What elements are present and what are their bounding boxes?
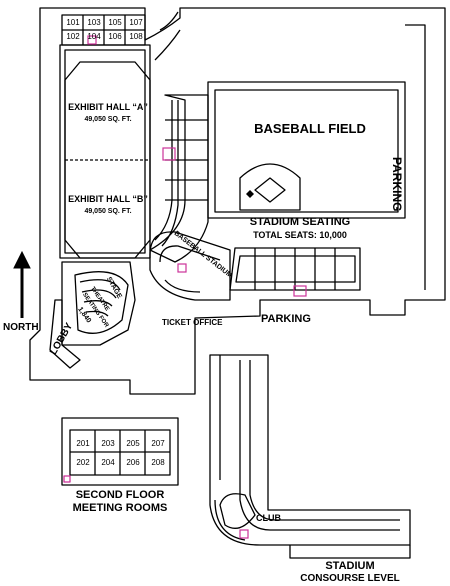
north-label: NORTH (3, 322, 39, 333)
home-plate-icon (246, 190, 254, 198)
second-floor-block (61, 417, 179, 486)
room-104: 104 (87, 32, 101, 41)
concourse (209, 354, 411, 546)
room-208: 208 (151, 458, 165, 467)
second-floor-title-line1: SECOND FLOOR (75, 489, 165, 501)
stadium-concourse-line1: STADIUM (325, 560, 375, 572)
room-203: 203 (101, 439, 115, 448)
room-204: 204 (101, 458, 115, 467)
exhibit-hall-b-area: 49,050 SQ. FT. (84, 208, 132, 215)
stadium-entrance (149, 231, 231, 301)
exhibit-hall-b-label: EXHIBIT HALL “B” (68, 194, 148, 204)
baseball-field (207, 81, 406, 219)
room-107: 107 (129, 18, 143, 27)
room-106: 106 (108, 32, 122, 41)
exhibit-hall-outline (64, 61, 151, 259)
room-205: 205 (126, 439, 140, 448)
lobby-outline (49, 299, 81, 369)
room-103: 103 (87, 18, 101, 27)
room-102: 102 (66, 32, 80, 41)
room-201: 201 (76, 439, 90, 448)
baseball-field-label: BASEBALL FIELD (254, 121, 366, 136)
complex-outline (29, 7, 446, 395)
meeting-rooms-block (61, 14, 146, 46)
exhibit-hall-a-area: 49,050 SQ. FT. (84, 116, 132, 123)
exhibit-hall-a-label: EXHIBIT HALL “A” (68, 102, 148, 112)
room-207: 207 (151, 439, 165, 448)
stadium-concourse-line2: CONSOURSE LEVEL (300, 573, 400, 584)
restroom-icon (293, 285, 307, 297)
infield (239, 163, 301, 211)
north-arrow-icon (13, 250, 31, 318)
club-label: CLUB (256, 513, 281, 523)
room-105: 105 (108, 18, 122, 27)
room-101: 101 (66, 18, 80, 27)
parking-right-label: PARKING (390, 157, 404, 212)
restroom-icon (87, 35, 97, 45)
stadium-seating-label: STADIUM SEATING (249, 216, 351, 228)
room-108: 108 (129, 32, 143, 41)
parking-center-label: PARKING (261, 313, 311, 325)
second-floor-title-line2: MEETING ROOMS (72, 502, 168, 514)
restroom-icon (239, 529, 249, 539)
restroom-icon (162, 147, 176, 161)
ticket-office-label: TICKET OFFICE (162, 318, 223, 327)
total-seats-label: TOTAL SEATS: 10,000 (253, 230, 347, 240)
room-202: 202 (76, 458, 90, 467)
room-206: 206 (126, 458, 140, 467)
convention-building (59, 44, 151, 259)
restroom-icon (177, 263, 187, 273)
